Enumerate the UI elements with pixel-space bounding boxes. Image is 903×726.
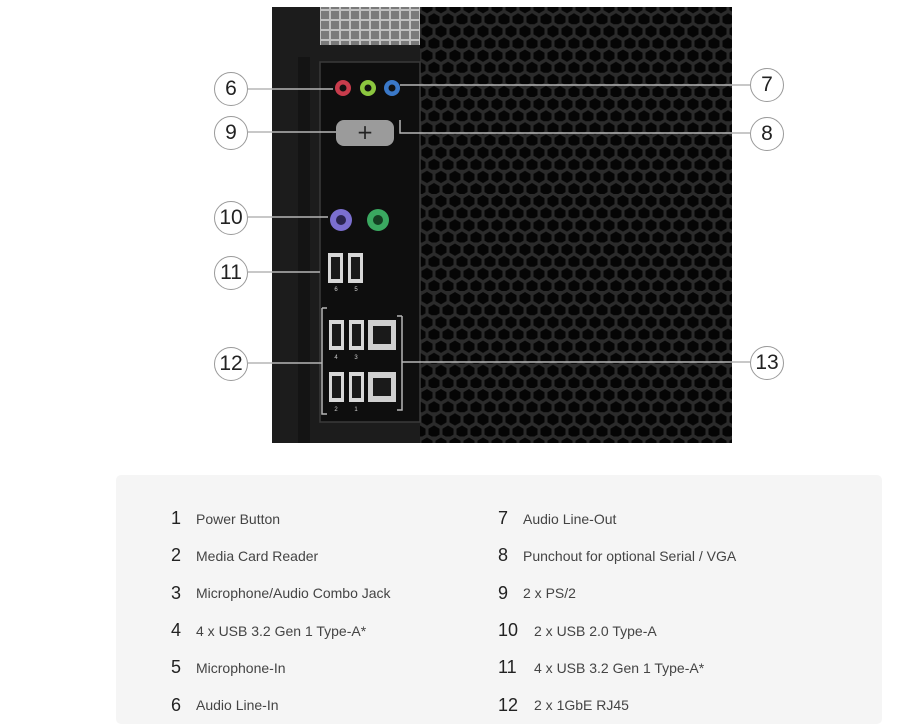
legend-item: 11 4 x USB 3.2 Gen 1 Type-A* <box>498 649 736 686</box>
usb3-label-4: 4 <box>334 355 338 361</box>
rear-panel-illustration: + 6 5 4 3 2 <box>248 7 750 443</box>
audio-jacks <box>335 80 400 96</box>
usb2-ports: 6 5 <box>328 253 363 293</box>
legend-label: Power Button <box>196 510 281 527</box>
legend-number: 5 <box>171 657 182 678</box>
callout-13: 13 <box>750 346 784 380</box>
legend-item: 12 2 x 1GbE RJ45 <box>498 686 736 723</box>
rear-panel-figure: + 6 5 4 3 2 <box>214 7 784 443</box>
usb3-label-1: 1 <box>354 407 358 413</box>
legend-number: 3 <box>171 582 182 603</box>
legend-label: 4 x USB 3.2 Gen 1 Type-A* <box>534 659 705 676</box>
legend-item: 10 2 x USB 2.0 Type-A <box>498 612 736 649</box>
usb2-label-6: 6 <box>334 287 338 293</box>
usb3-label-2: 2 <box>334 407 338 413</box>
legend-item: 5 Microphone-In <box>171 649 391 686</box>
legend-label: 2 x 1GbE RJ45 <box>534 697 629 714</box>
legend-column-right: 7 Audio Line-Out 8 Punchout for optional S… <box>498 500 736 724</box>
usb3-ports-top: 4 3 <box>329 320 364 361</box>
svg-text:+: + <box>357 120 374 144</box>
legend-item: 7 Audio Line-Out <box>498 500 736 537</box>
usb3-ports-bottom: 2 1 <box>329 372 364 413</box>
legend-label: Microphone-In <box>196 659 286 676</box>
callout-7: 7 <box>750 68 784 102</box>
legend-number: 1 <box>171 508 182 529</box>
legend-number: 4 <box>171 620 182 641</box>
hex-ventilation <box>420 7 732 443</box>
legend-label: 2 x PS/2 <box>523 585 576 602</box>
legend-number: 8 <box>498 545 509 566</box>
legend-number: 12 <box>498 694 519 715</box>
legend-item: 8 Punchout for optional Serial / VGA <box>498 537 736 574</box>
legend-number: 10 <box>498 620 519 641</box>
legend-label: Audio Line-In <box>196 697 279 714</box>
rj45-ports <box>368 320 396 402</box>
callout-10: 10 <box>214 201 248 235</box>
callout-12: 12 <box>214 347 248 381</box>
callout-6: 6 <box>214 72 248 106</box>
legend-label: Media Card Reader <box>196 547 319 564</box>
legend-number: 7 <box>498 508 509 529</box>
usb3-label-3: 3 <box>354 355 358 361</box>
usb2-label-5: 5 <box>354 287 358 293</box>
legend-item: 6 Audio Line-In <box>171 686 391 723</box>
legend-label: Audio Line-Out <box>523 510 617 527</box>
legend-label: 2 x USB 2.0 Type-A <box>534 622 657 639</box>
legend-label: 4 x USB 3.2 Gen 1 Type-A* <box>196 622 367 639</box>
legend-item: 3 Microphone/Audio Combo Jack <box>171 575 391 612</box>
legend-label: Punchout for optional Serial / VGA <box>523 547 737 564</box>
serial-vga-punchout: + <box>336 120 394 146</box>
legend-number: 9 <box>498 582 509 603</box>
legend-number: 6 <box>171 694 182 715</box>
legend-number: 2 <box>171 545 182 566</box>
callout-8: 8 <box>750 117 784 151</box>
legend-label: Microphone/Audio Combo Jack <box>196 585 391 602</box>
legend-number: 11 <box>498 657 517 678</box>
legend-item: 4 4 x USB 3.2 Gen 1 Type-A* <box>171 612 391 649</box>
io-plate <box>319 61 421 423</box>
legend-item: 2 Media Card Reader <box>171 537 391 574</box>
legend-item: 9 2 x PS/2 <box>498 575 736 612</box>
callout-11: 11 <box>214 256 248 290</box>
callout-leader-lines <box>248 84 750 415</box>
callout-9: 9 <box>214 116 248 150</box>
legend-item: 1 Power Button <box>171 500 391 537</box>
